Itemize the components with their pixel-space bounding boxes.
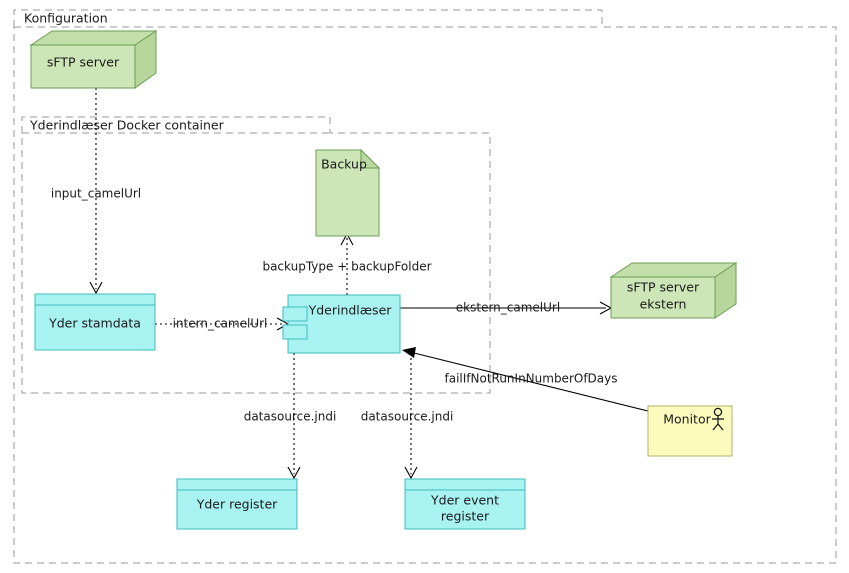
edge-input-camelurl (89, 88, 103, 295)
yder-stamdata-label: Yder stamdata (48, 316, 141, 331)
node-yder-event-register[interactable]: Yder event register (404, 478, 526, 530)
backup-label: Backup (321, 157, 367, 172)
backup-fold-corner (360, 148, 381, 169)
edge-datasource-event (404, 353, 418, 480)
yder-event-register-body (404, 478, 526, 530)
yder-stamdata-body (34, 293, 156, 351)
container-konfiguration: Konfiguration (13, 9, 837, 564)
edge-datasource-event-label: datasource.jndi (361, 410, 454, 424)
node-yder-register[interactable]: Yder register (176, 478, 298, 530)
yderindlaeser-tab-upper (282, 306, 308, 322)
yder-event-register-label-line1: Yder event (430, 493, 499, 508)
docker-border (21, 116, 491, 394)
yder-register-label: Yder register (196, 497, 278, 512)
node-backup[interactable]: Backup (315, 148, 381, 237)
yder-register-body (176, 478, 298, 530)
docker-label: Yderindlæser Docker container (29, 118, 225, 133)
edge-datasource-register-label: datasource.jndi (244, 410, 337, 424)
node-sftp-server[interactable]: sFTP server (29, 30, 158, 89)
konfiguration-border (13, 9, 837, 564)
edge-datasource-register (287, 353, 301, 480)
edge-input-camelurl-arrowhead (89, 281, 103, 295)
sftp-server-ekstern-label-line1: sFTP server (627, 280, 700, 295)
edge-backup-label: backupType + backupFolder (262, 260, 431, 274)
edge-labels: input_camelUrl backupType + backupFolder… (51, 187, 618, 424)
edge-failifnotrun (402, 347, 649, 412)
sftp-server-ekstern-front-face (610, 276, 716, 319)
sftp-server-front-face (30, 44, 136, 89)
yder-event-register-label-line2: register (441, 509, 490, 524)
edge-datasource-event-arrowhead (404, 466, 418, 480)
backup-body (315, 149, 380, 237)
edge-failifnotrun-arrowhead (402, 347, 416, 358)
edge-failifnotrun-label: failIfNotRunInNumberOfDays (444, 372, 617, 386)
edge-datasource-register-arrowhead (287, 466, 301, 480)
actor-stick-figure-icon (712, 407, 724, 431)
monitor-label: Monitor (663, 412, 711, 427)
container-docker: Yderindlæser Docker container (21, 116, 491, 394)
edge-input-camelurl-label: input_camelUrl (51, 187, 141, 201)
node-sftp-server-ekstern[interactable]: sFTP server ekstern (609, 262, 738, 319)
actor-head (713, 407, 723, 417)
konfiguration-label: Konfiguration (24, 11, 108, 26)
yderindlaeser-body (287, 294, 401, 354)
sftp-server-label: sFTP server (47, 55, 120, 70)
monitor-body (647, 405, 733, 457)
node-yderindlaeser[interactable]: Yderindlæser (282, 294, 401, 354)
edge-ekstern-camelurl-label: ekstern_camelUrl (456, 301, 560, 315)
edge-intern-camelurl-label: intern_camelUrl (173, 317, 268, 331)
node-yder-stamdata[interactable]: Yder stamdata (34, 293, 156, 351)
yderindlaeser-label: Yderindlæser (308, 303, 393, 318)
actor-legs (712, 423, 724, 431)
sftp-server-ekstern-label-line2: ekstern (640, 297, 687, 312)
node-monitor[interactable]: Monitor (647, 405, 733, 457)
yderindlaeser-tab-lower (282, 324, 308, 340)
edge-failifnotrun-line (409, 351, 649, 412)
